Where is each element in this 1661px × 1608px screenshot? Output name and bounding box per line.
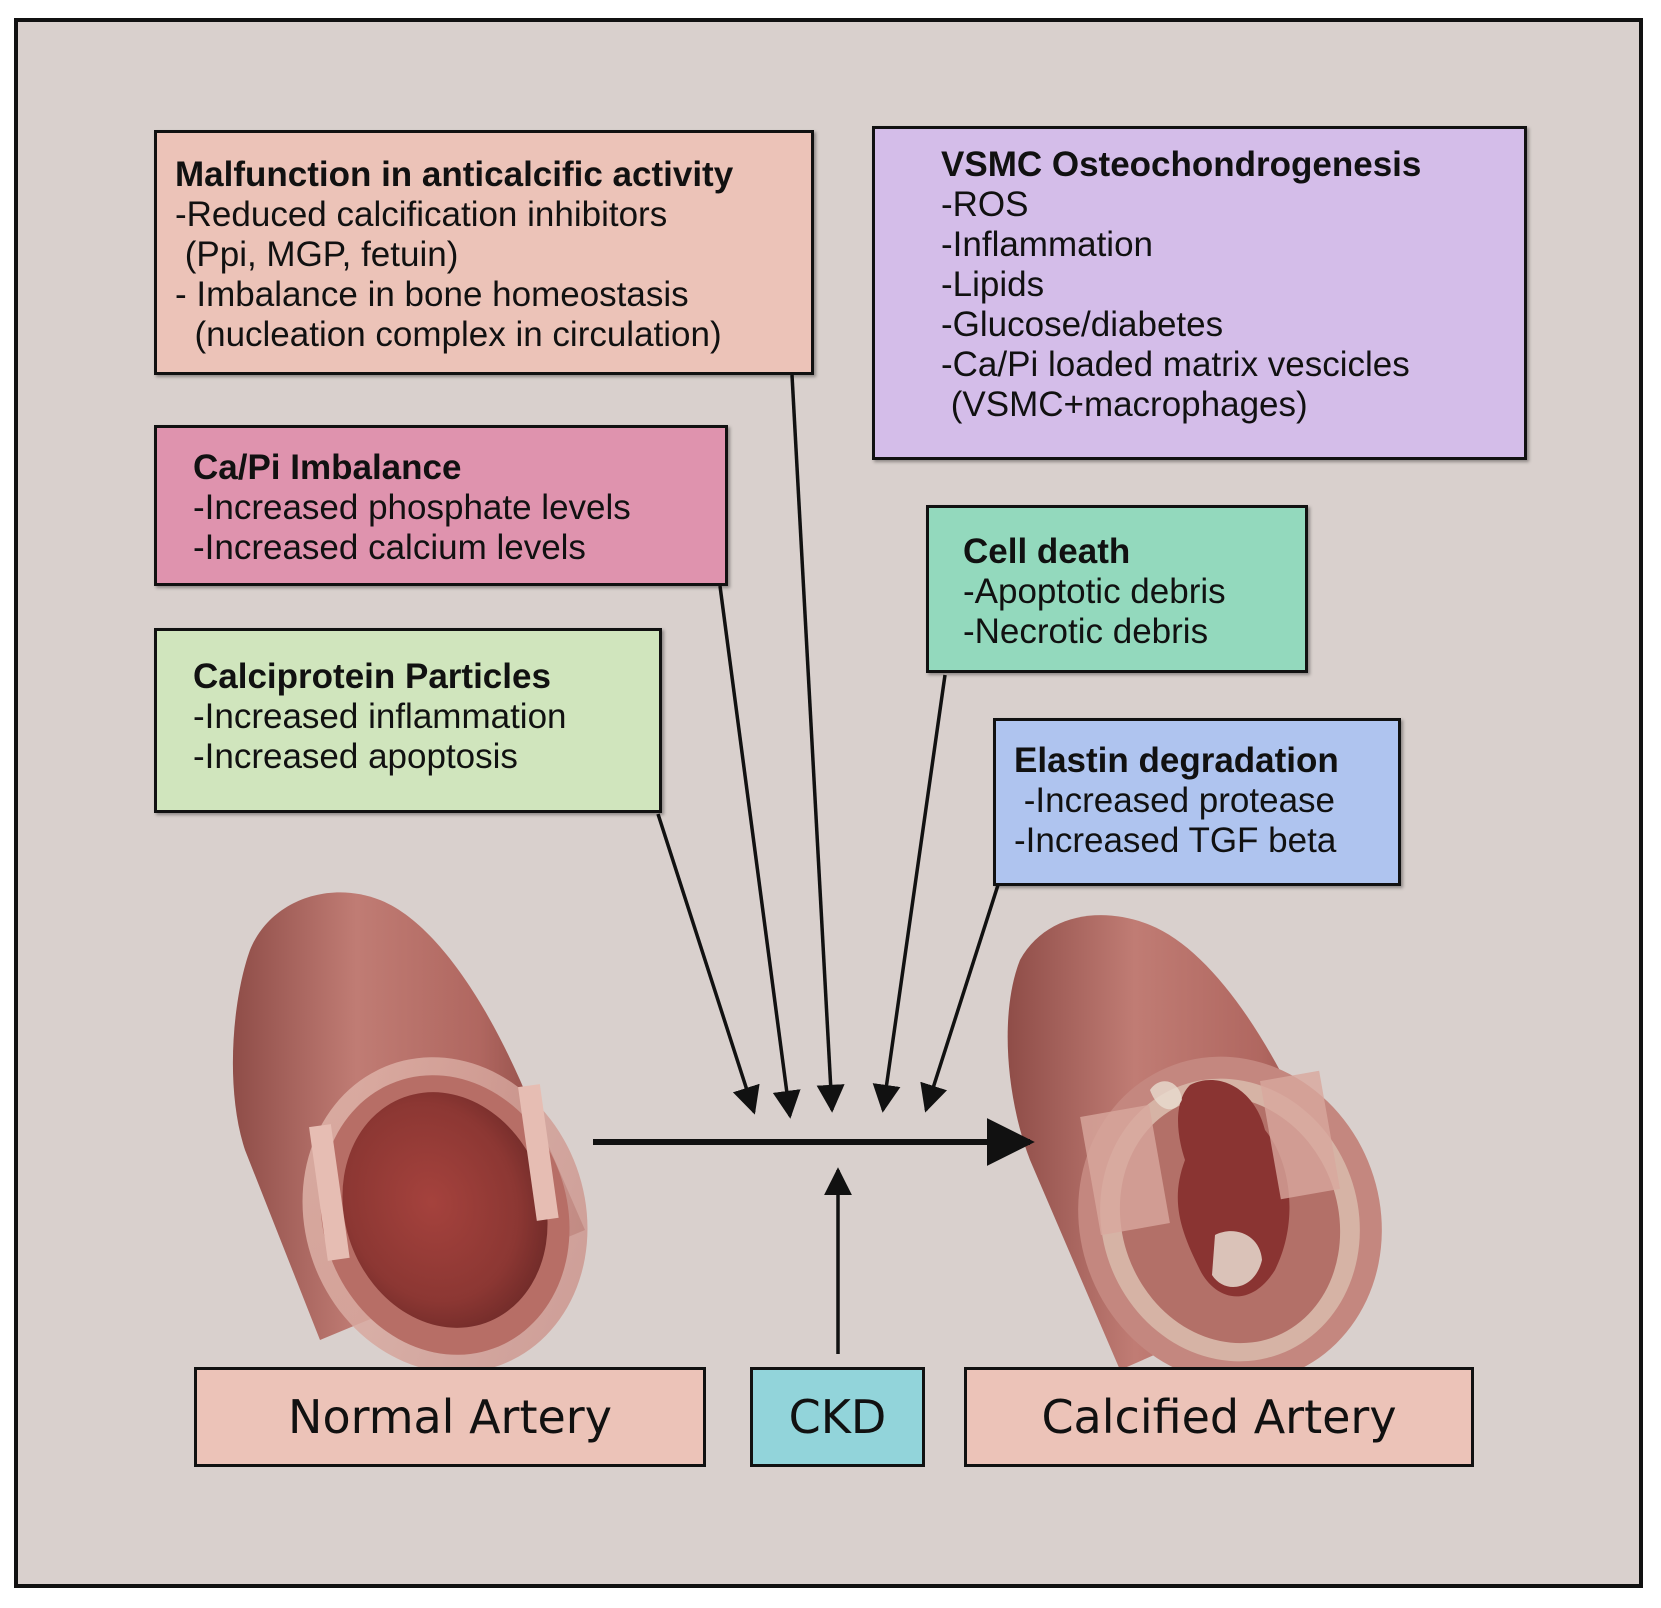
cell-death-box: Cell death -Apoptotic debris -Necrotic d… bbox=[926, 505, 1308, 673]
box-line: -Increased apoptosis bbox=[193, 737, 518, 776]
box-line: (nucleation complex in circulation) bbox=[175, 315, 722, 354]
box-line: -Reduced calcification inhibitors bbox=[175, 195, 668, 234]
box-line: -Glucose/diabetes bbox=[941, 305, 1224, 344]
box-title: Calciprotein Particles bbox=[193, 657, 551, 696]
box-line: -Apoptotic debris bbox=[963, 572, 1226, 611]
box-line: -Inflammation bbox=[941, 225, 1154, 264]
arrow-from-elastin bbox=[920, 884, 1000, 1113]
box-title: Ca/Pi Imbalance bbox=[193, 448, 462, 487]
box-line: -Increased calcium levels bbox=[193, 528, 586, 567]
anticalcific-box: Malfunction in anticalcific activity -Re… bbox=[154, 130, 814, 375]
arrow-from-celldeath bbox=[872, 674, 947, 1113]
arrow-from-calciprotein bbox=[656, 813, 760, 1115]
normal-artery-label: Normal Artery bbox=[194, 1367, 706, 1467]
capi-imbalance-box: Ca/Pi Imbalance -Increased phosphate lev… bbox=[154, 425, 728, 586]
arrow-from-capi bbox=[718, 585, 801, 1119]
normal-artery-image bbox=[232, 892, 588, 1373]
calcified-artery-image bbox=[1007, 915, 1382, 1384]
box-line: -Increased phosphate levels bbox=[193, 488, 631, 527]
box-line: -Lipids bbox=[941, 265, 1045, 304]
box-line: -Ca/Pi loaded matrix vescicles bbox=[941, 345, 1410, 384]
box-title: Malfunction in anticalcific activity bbox=[175, 155, 734, 194]
vsmc-box: VSMC Osteochondrogenesis -ROS -Inflammat… bbox=[872, 126, 1527, 460]
box-line: - Imbalance in bone homeostasis bbox=[175, 275, 689, 314]
box-title: Elastin degradation bbox=[1014, 741, 1339, 780]
box-line: (VSMC+macrophages) bbox=[941, 385, 1308, 424]
elastin-box: Elastin degradation -Increased protease … bbox=[993, 718, 1401, 886]
arrow-from-anticalcific bbox=[790, 374, 845, 1113]
box-line: (Ppi, MGP, fetuin) bbox=[175, 235, 459, 274]
calciprotein-box: Calciprotein Particles -Increased inflam… bbox=[154, 628, 662, 813]
box-line: -Increased TGF beta bbox=[1014, 821, 1337, 860]
ckd-label: CKD bbox=[750, 1367, 925, 1467]
calcified-artery-label: Calcified Artery bbox=[964, 1367, 1474, 1467]
box-line: -ROS bbox=[941, 185, 1029, 224]
arrows bbox=[593, 374, 1035, 1354]
box-line: -Necrotic debris bbox=[963, 612, 1209, 651]
box-title: VSMC Osteochondrogenesis bbox=[941, 145, 1422, 184]
box-line: -Increased protease bbox=[1014, 781, 1336, 820]
box-line: -Increased inflammation bbox=[193, 697, 567, 736]
box-title: Cell death bbox=[963, 532, 1131, 571]
